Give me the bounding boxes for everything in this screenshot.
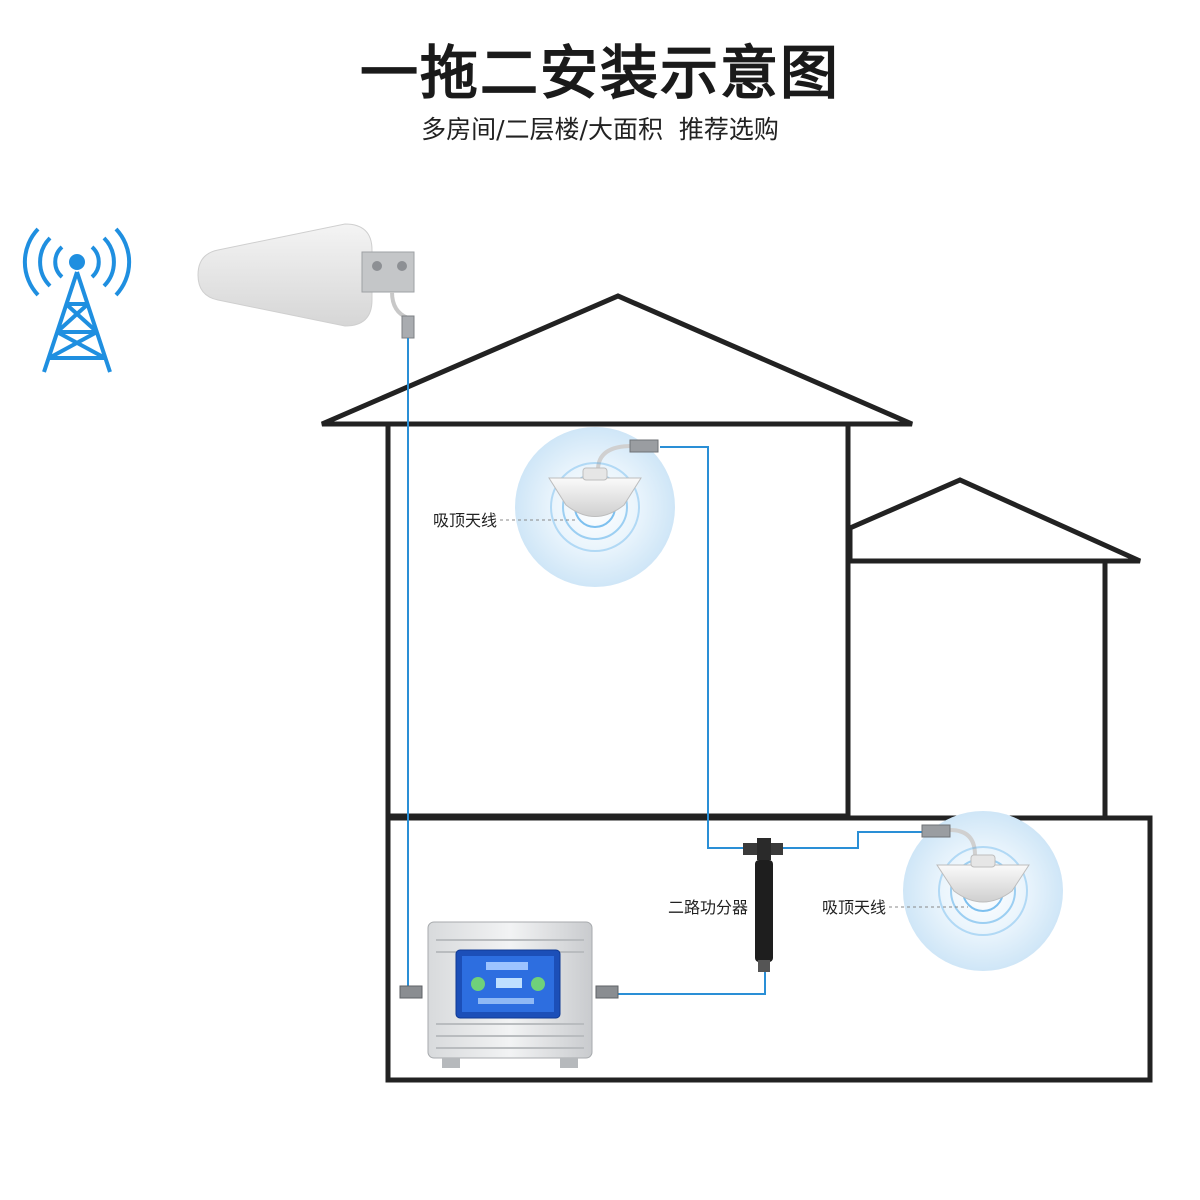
label-ceiling-antenna-upper: 吸顶天线 bbox=[433, 511, 497, 530]
power-splitter bbox=[743, 838, 783, 972]
page-subtitle: 多房间/二层楼/大面积 推荐选购 bbox=[421, 115, 779, 144]
label-splitter: 二路功分器 bbox=[668, 898, 748, 917]
signal-tower-icon bbox=[22, 227, 132, 373]
label-ceiling-antenna-lower: 吸顶天线 bbox=[822, 898, 886, 917]
signal-booster bbox=[399, 921, 619, 1068]
ceiling-antenna-lower bbox=[921, 824, 1030, 936]
page-title: 一拖二安装示意图 bbox=[359, 39, 840, 107]
house-outline bbox=[321, 293, 1153, 1083]
cable-routes bbox=[407, 338, 925, 995]
outdoor-antenna bbox=[197, 223, 415, 339]
ceiling-antenna-upper bbox=[548, 439, 659, 552]
